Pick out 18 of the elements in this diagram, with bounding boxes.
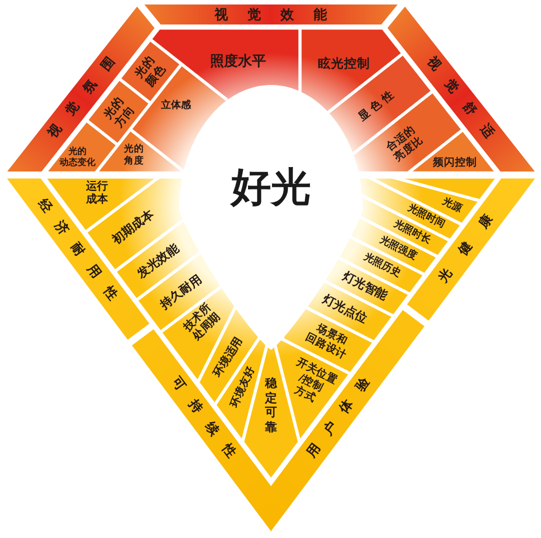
segment-label: 显色性 xyxy=(354,85,399,126)
segment-label: 光的方向 xyxy=(100,94,138,130)
segment-label: 开关位置/控制方式 xyxy=(292,356,340,404)
segment-label: 运行成本 xyxy=(85,180,109,206)
segment-label: 频闪控制 xyxy=(433,156,477,170)
segment-label: 技术所处周期 xyxy=(180,300,224,344)
segment-label: 光源 xyxy=(440,196,464,216)
band-label: 视觉效能 xyxy=(213,6,346,24)
segment-label: 稳定可靠 xyxy=(264,376,278,434)
segment-label: 眩光控制 xyxy=(318,55,370,71)
segment-label: 光的动态变化 xyxy=(59,147,96,169)
segment-label: 光的颜色 xyxy=(131,52,170,90)
center-title: 好光 xyxy=(231,164,311,212)
segment-label: 立体感 xyxy=(161,100,191,112)
segment-label: 照度水平 xyxy=(210,53,266,71)
segment-label: 环境友好 xyxy=(228,364,258,410)
category-band xyxy=(144,4,398,25)
segment-label: 光的角度 xyxy=(124,143,144,167)
